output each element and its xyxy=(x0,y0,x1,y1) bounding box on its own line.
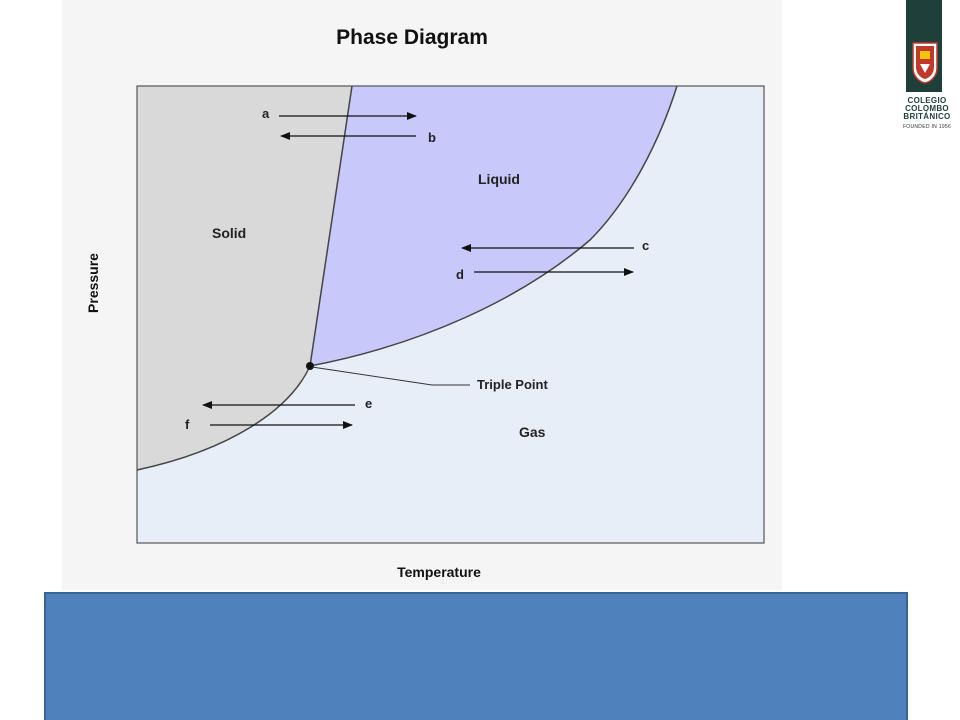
phase-diagram: Triple Point Solid Liquid Gas a b c d e … xyxy=(85,85,765,580)
arrow-f-label: f xyxy=(185,417,190,432)
logo-line-2: COLOMBO xyxy=(905,104,949,113)
logo-line-3: BRITÁNICO xyxy=(903,112,951,121)
crest-icon xyxy=(912,42,938,84)
logo-founded: FOUNDED IN 1956 xyxy=(902,124,952,130)
logo-line-1: COLEGIO xyxy=(907,96,947,105)
arrow-c-label: c xyxy=(642,238,649,253)
school-logo: COLEGIO COLOMBO BRITÁNICO FOUNDED IN 195… xyxy=(897,0,957,135)
arrow-b-label: b xyxy=(428,130,436,145)
gas-label: Gas xyxy=(519,424,546,440)
triple-point-label: Triple Point xyxy=(477,377,548,392)
x-axis-label: Temperature xyxy=(397,564,481,580)
liquid-region xyxy=(310,86,677,366)
solid-label: Solid xyxy=(212,225,246,241)
y-axis-label: Pressure xyxy=(85,253,101,313)
triple-point-leader xyxy=(311,366,433,386)
plot-frame xyxy=(136,85,765,544)
liquid-gas-boundary xyxy=(309,85,678,367)
arrow-e-label: e xyxy=(365,396,372,411)
solid-gas-boundary xyxy=(136,365,311,471)
liquid-label: Liquid xyxy=(478,171,520,187)
caption-box[interactable] xyxy=(44,592,908,720)
diagram-title: Phase Diagram xyxy=(336,26,488,49)
arrow-a-label: a xyxy=(262,106,270,121)
solid-region xyxy=(137,86,352,470)
arrow-d-label: d xyxy=(456,267,464,282)
triple-point-marker xyxy=(306,362,314,370)
solid-liquid-boundary xyxy=(309,85,353,367)
